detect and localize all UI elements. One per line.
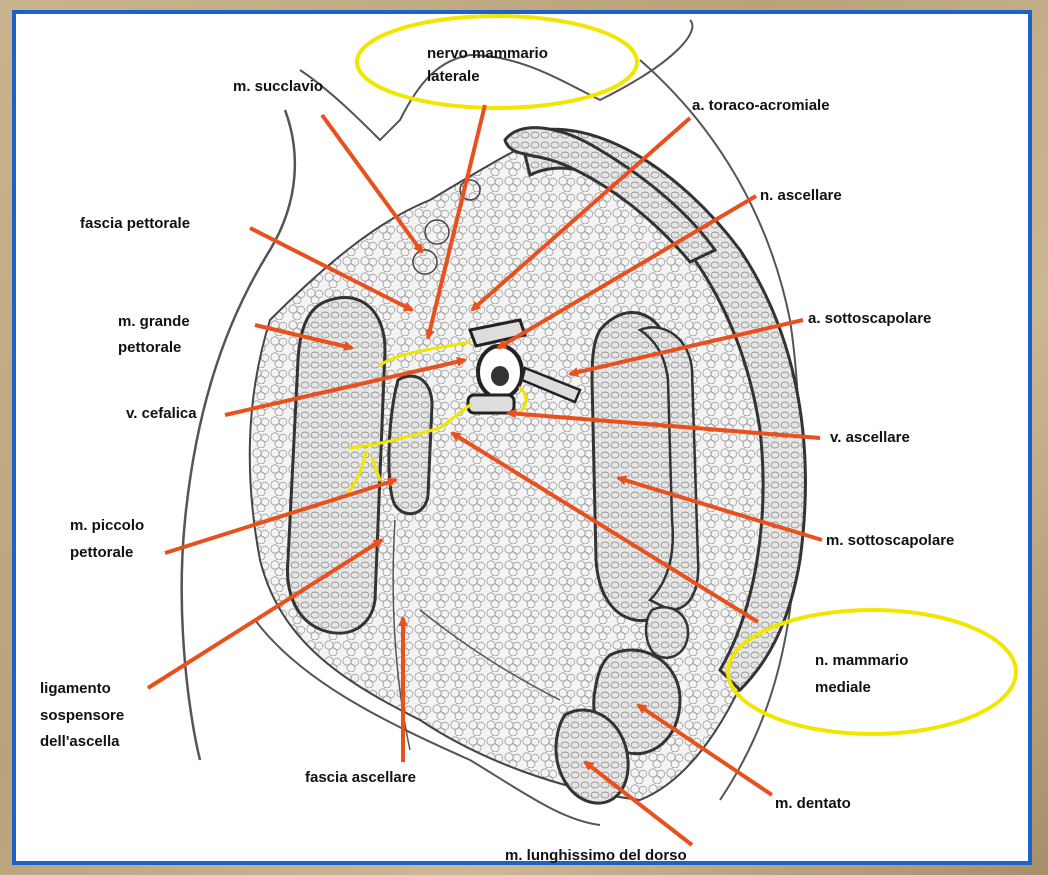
label-nervo-mammario-laterale-1: nervo mammario [427,45,548,62]
label-ligamento-1: ligamento [40,680,111,697]
label-n-mammario-mediale-1: n. mammario [815,652,908,669]
label-m-succlavio: m. succlavio [233,78,323,95]
label-n-ascellare: n. ascellare [760,187,842,204]
label-m-sottoscapolare: m. sottoscapolare [826,532,954,549]
highlight-nervo-laterale [357,16,637,108]
label-fascia-ascellare: fascia ascellare [305,769,416,786]
label-ligamento-3: dell'ascella [40,733,120,750]
label-m-dentato: m. dentato [775,795,851,812]
small-muscle-block [646,607,688,657]
label-m-lunghissimo: m. lunghissimo del dorso [505,847,687,864]
label-fascia-pettorale: fascia pettorale [80,215,190,232]
label-nervo-mammario-laterale-2: laterale [427,68,480,85]
pectoralis-minor [389,376,432,514]
label-n-mammario-mediale-2: mediale [815,679,871,696]
pectoralis-major [287,297,385,633]
highlight-nervo-mediale [728,610,1016,734]
label-a-sottoscapolare: a. sottoscapolare [808,310,931,327]
label-a-toraco-acromiale: a. toraco-acromiale [692,97,830,114]
label-ligamento-2: sospensore [40,707,124,724]
label-m-piccolo-pettorale-1: m. piccolo [70,517,144,534]
label-v-ascellare: v. ascellare [830,429,910,446]
label-v-cefalica: v. cefalica [126,405,197,422]
label-m-grande-pettorale-2: pettorale [118,339,181,356]
label-m-piccolo-pettorale-2: pettorale [70,544,133,561]
label-m-grande-pettorale-1: m. grande [118,313,190,330]
